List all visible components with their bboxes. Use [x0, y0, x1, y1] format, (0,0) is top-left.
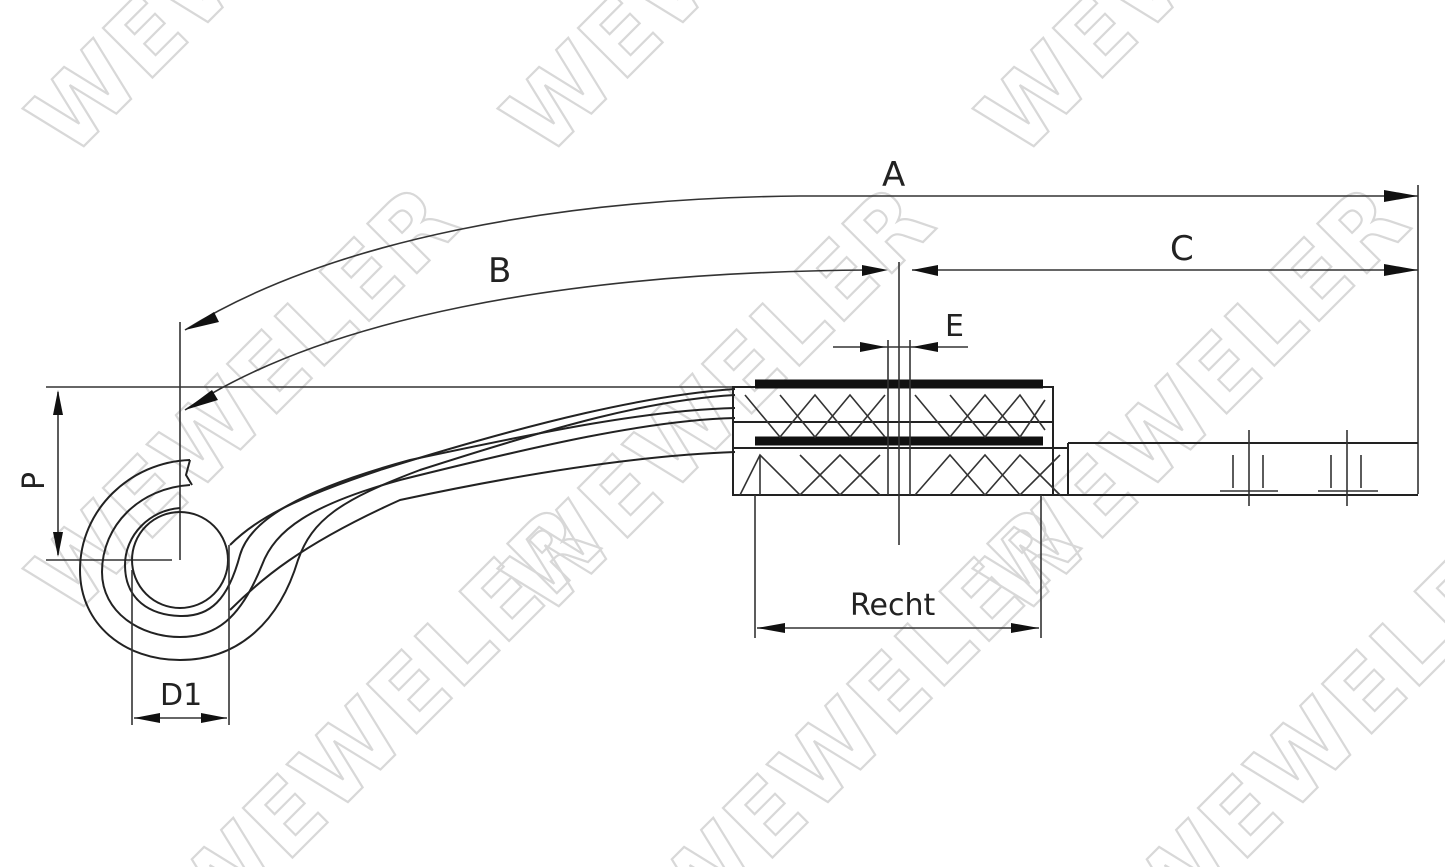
label-recht: Recht	[850, 588, 935, 623]
watermark: WEWELER	[482, 0, 955, 176]
dimension-a: A	[184, 155, 1418, 331]
spring-clips	[1220, 430, 1378, 506]
spring-eye	[78, 388, 736, 662]
watermark: WEWELER	[7, 0, 480, 176]
watermark: WEWELER	[147, 483, 620, 867]
dimension-e: E	[833, 309, 968, 352]
label-b: B	[488, 251, 511, 291]
dimension-recht: Recht	[754, 495, 1042, 638]
dimension-b: B	[184, 251, 888, 411]
label-c: C	[1170, 229, 1194, 269]
watermark-layer: WEWELER WEWELER WEWELER WEWELER WEWELER …	[6, 0, 1445, 867]
pad-block	[732, 262, 1418, 545]
dimension-p: P	[17, 390, 63, 557]
label-e: E	[945, 309, 964, 344]
watermark: WEWELER	[7, 163, 480, 636]
watermark: WEWELER	[957, 0, 1430, 176]
label-a: A	[882, 155, 905, 195]
label-p: P	[17, 472, 52, 490]
watermark: WEWELER	[1102, 483, 1445, 867]
dimension-d1: D1	[131, 545, 230, 725]
dimension-c: C	[912, 229, 1418, 276]
watermark: WEWELER	[627, 483, 1100, 867]
label-d1: D1	[160, 678, 202, 713]
